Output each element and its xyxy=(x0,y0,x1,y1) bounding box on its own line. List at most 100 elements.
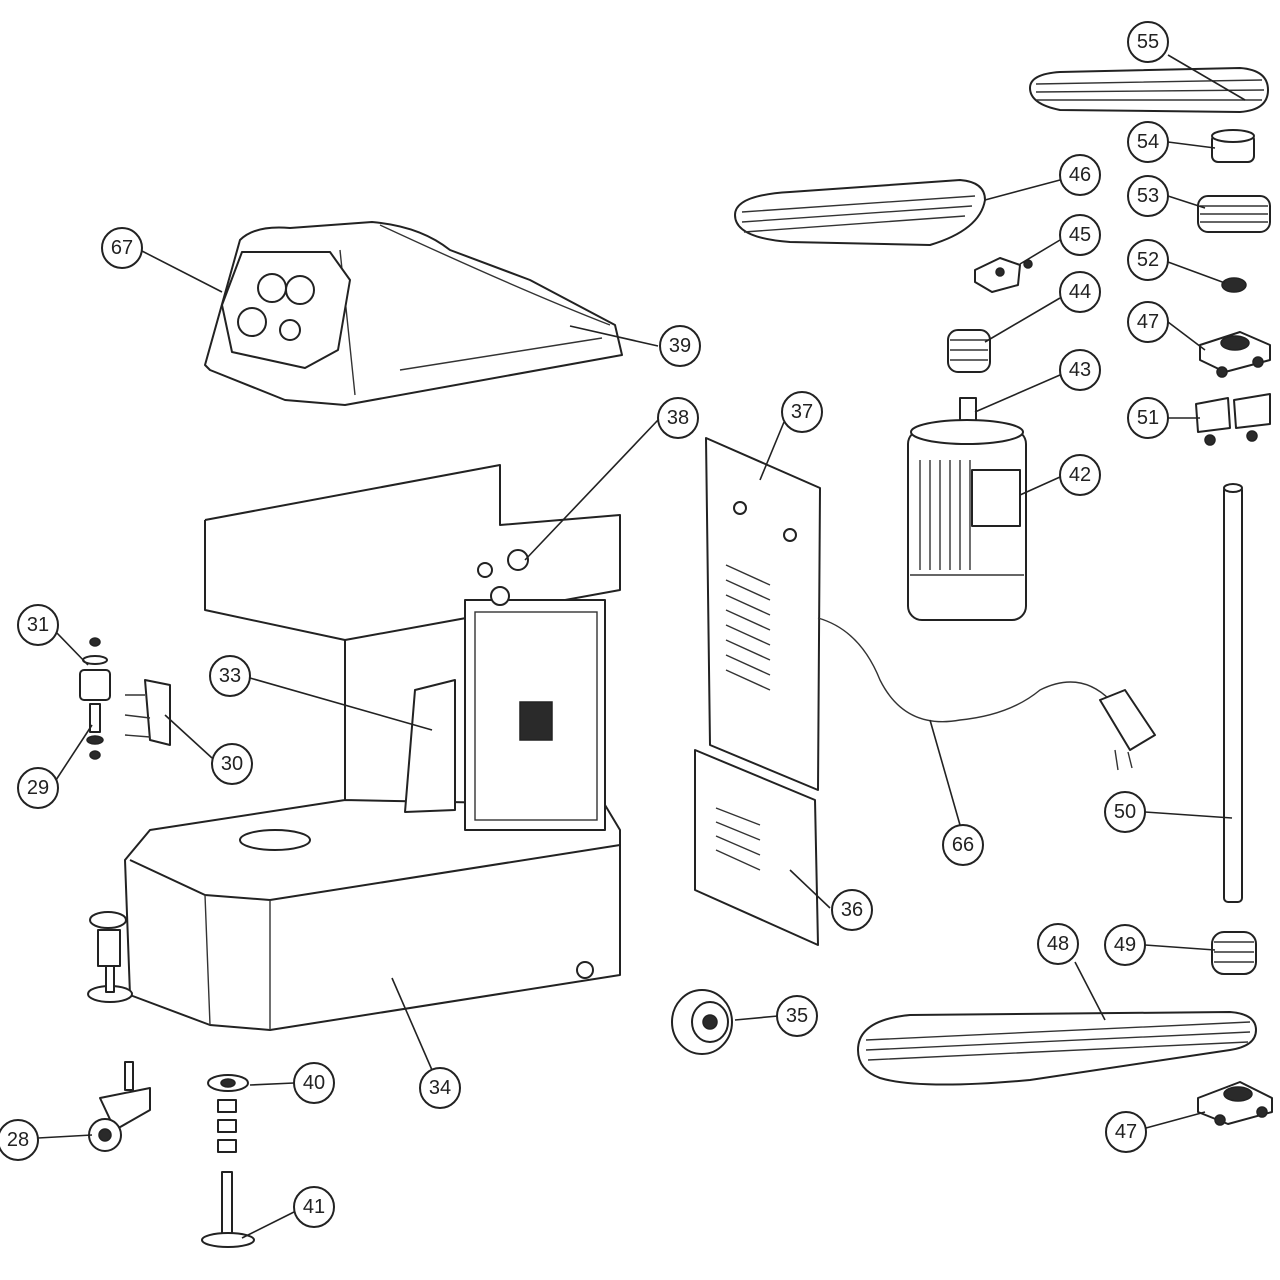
callout-label: 34 xyxy=(429,1077,451,1099)
callout-circle xyxy=(1037,923,1079,965)
callout-label: 53 xyxy=(1137,185,1159,207)
callout-label: 45 xyxy=(1069,224,1091,246)
callout-label: 49 xyxy=(1114,934,1136,956)
callout-53: 53 xyxy=(1127,175,1169,217)
callout-43: 43 xyxy=(1059,349,1101,391)
callout-29: 29 xyxy=(17,767,59,809)
shaft-fitting xyxy=(477,549,529,606)
callout-66: 66 xyxy=(942,824,984,866)
callout-circle xyxy=(657,397,699,439)
callout-circle xyxy=(17,767,59,809)
callout-39: 39 xyxy=(659,325,701,367)
callout-label: 55 xyxy=(1137,31,1159,53)
callout-circle xyxy=(1127,175,1169,217)
bearing-block-upper xyxy=(1199,331,1271,378)
callout-circle xyxy=(1127,397,1169,439)
callout-47a: 47 xyxy=(1127,301,1169,343)
callout-circle xyxy=(1059,349,1101,391)
callout-circle xyxy=(1059,214,1101,256)
hinge-plate xyxy=(124,679,171,746)
callout-circle xyxy=(1127,121,1169,163)
callout-28: 28 xyxy=(0,1119,39,1161)
electrical-box xyxy=(404,679,456,813)
base-foot xyxy=(87,911,133,1003)
shaft xyxy=(1223,483,1243,903)
callout-circle xyxy=(211,743,253,785)
callout-38: 38 xyxy=(657,397,699,439)
leader-lines xyxy=(37,54,1246,1239)
callout-label: 28 xyxy=(7,1129,29,1151)
power-cord xyxy=(817,617,1156,771)
callout-label: 42 xyxy=(1069,464,1091,486)
belt-top xyxy=(1029,67,1269,113)
callout-circle xyxy=(1104,924,1146,966)
callout-circle xyxy=(1059,454,1101,496)
tensioner-bracket xyxy=(974,257,1033,293)
callout-33: 33 xyxy=(209,655,251,697)
callout-36: 36 xyxy=(831,889,873,931)
callout-34: 34 xyxy=(419,1067,461,1109)
callout-label: 31 xyxy=(27,614,49,636)
callout-circle xyxy=(1127,239,1169,281)
callout-35: 35 xyxy=(776,995,818,1037)
callout-label: 52 xyxy=(1137,249,1159,271)
callout-31: 31 xyxy=(17,604,59,646)
callout-42: 42 xyxy=(1059,454,1101,496)
base-frame xyxy=(124,464,621,1031)
callout-label: 44 xyxy=(1069,281,1091,303)
callout-circle xyxy=(776,995,818,1037)
pulley-lower xyxy=(1211,931,1257,975)
foot-top xyxy=(207,1074,249,1153)
callout-circle xyxy=(1104,791,1146,833)
callout-30: 30 xyxy=(211,743,253,785)
callout-circle xyxy=(1059,271,1101,313)
belt-middle xyxy=(734,179,986,246)
callout-label: 41 xyxy=(303,1196,325,1218)
rear-panel-lower xyxy=(694,749,819,946)
callout-circle xyxy=(0,1119,39,1161)
callout-52: 52 xyxy=(1127,239,1169,281)
callout-46: 46 xyxy=(1059,154,1101,196)
callout-label: 51 xyxy=(1137,407,1159,429)
callout-55: 55 xyxy=(1127,21,1169,63)
callout-circle xyxy=(831,889,873,931)
caster xyxy=(88,1061,151,1152)
callout-47b: 47 xyxy=(1105,1111,1147,1153)
mount-bolt xyxy=(86,703,104,760)
callout-label: 35 xyxy=(786,1005,808,1027)
rubber-mount xyxy=(79,637,111,701)
callout-41: 41 xyxy=(293,1186,335,1228)
callout-label: 46 xyxy=(1069,164,1091,186)
callout-circle xyxy=(781,391,823,433)
bearing-block-lower xyxy=(1197,1081,1273,1126)
callout-48: 48 xyxy=(1037,923,1079,965)
callout-label: 47 xyxy=(1115,1121,1137,1143)
callout-44: 44 xyxy=(1059,271,1101,313)
callout-circle xyxy=(101,227,143,269)
callout-circle xyxy=(1127,21,1169,63)
callout-label: 54 xyxy=(1137,131,1159,153)
bracket-pair xyxy=(1195,393,1271,446)
callout-circle xyxy=(419,1067,461,1109)
callout-label: 40 xyxy=(303,1072,325,1094)
callout-45: 45 xyxy=(1059,214,1101,256)
drive-wheel xyxy=(671,989,733,1055)
callout-circle xyxy=(1127,301,1169,343)
callout-37: 37 xyxy=(781,391,823,433)
control-panel xyxy=(221,251,351,369)
callout-circle xyxy=(1059,154,1101,196)
callout-54: 54 xyxy=(1127,121,1169,163)
callout-label: 37 xyxy=(791,401,813,423)
callout-label: 47 xyxy=(1137,311,1159,333)
callout-label: 30 xyxy=(221,753,243,775)
callout-circle xyxy=(209,655,251,697)
callout-label: 29 xyxy=(27,777,49,799)
small-pulley xyxy=(1197,195,1271,233)
callout-label: 33 xyxy=(219,665,241,687)
bushing xyxy=(1211,129,1255,163)
rear-panel-upper xyxy=(705,437,821,791)
leveling-foot xyxy=(201,1171,255,1248)
callout-label: 67 xyxy=(111,237,133,259)
